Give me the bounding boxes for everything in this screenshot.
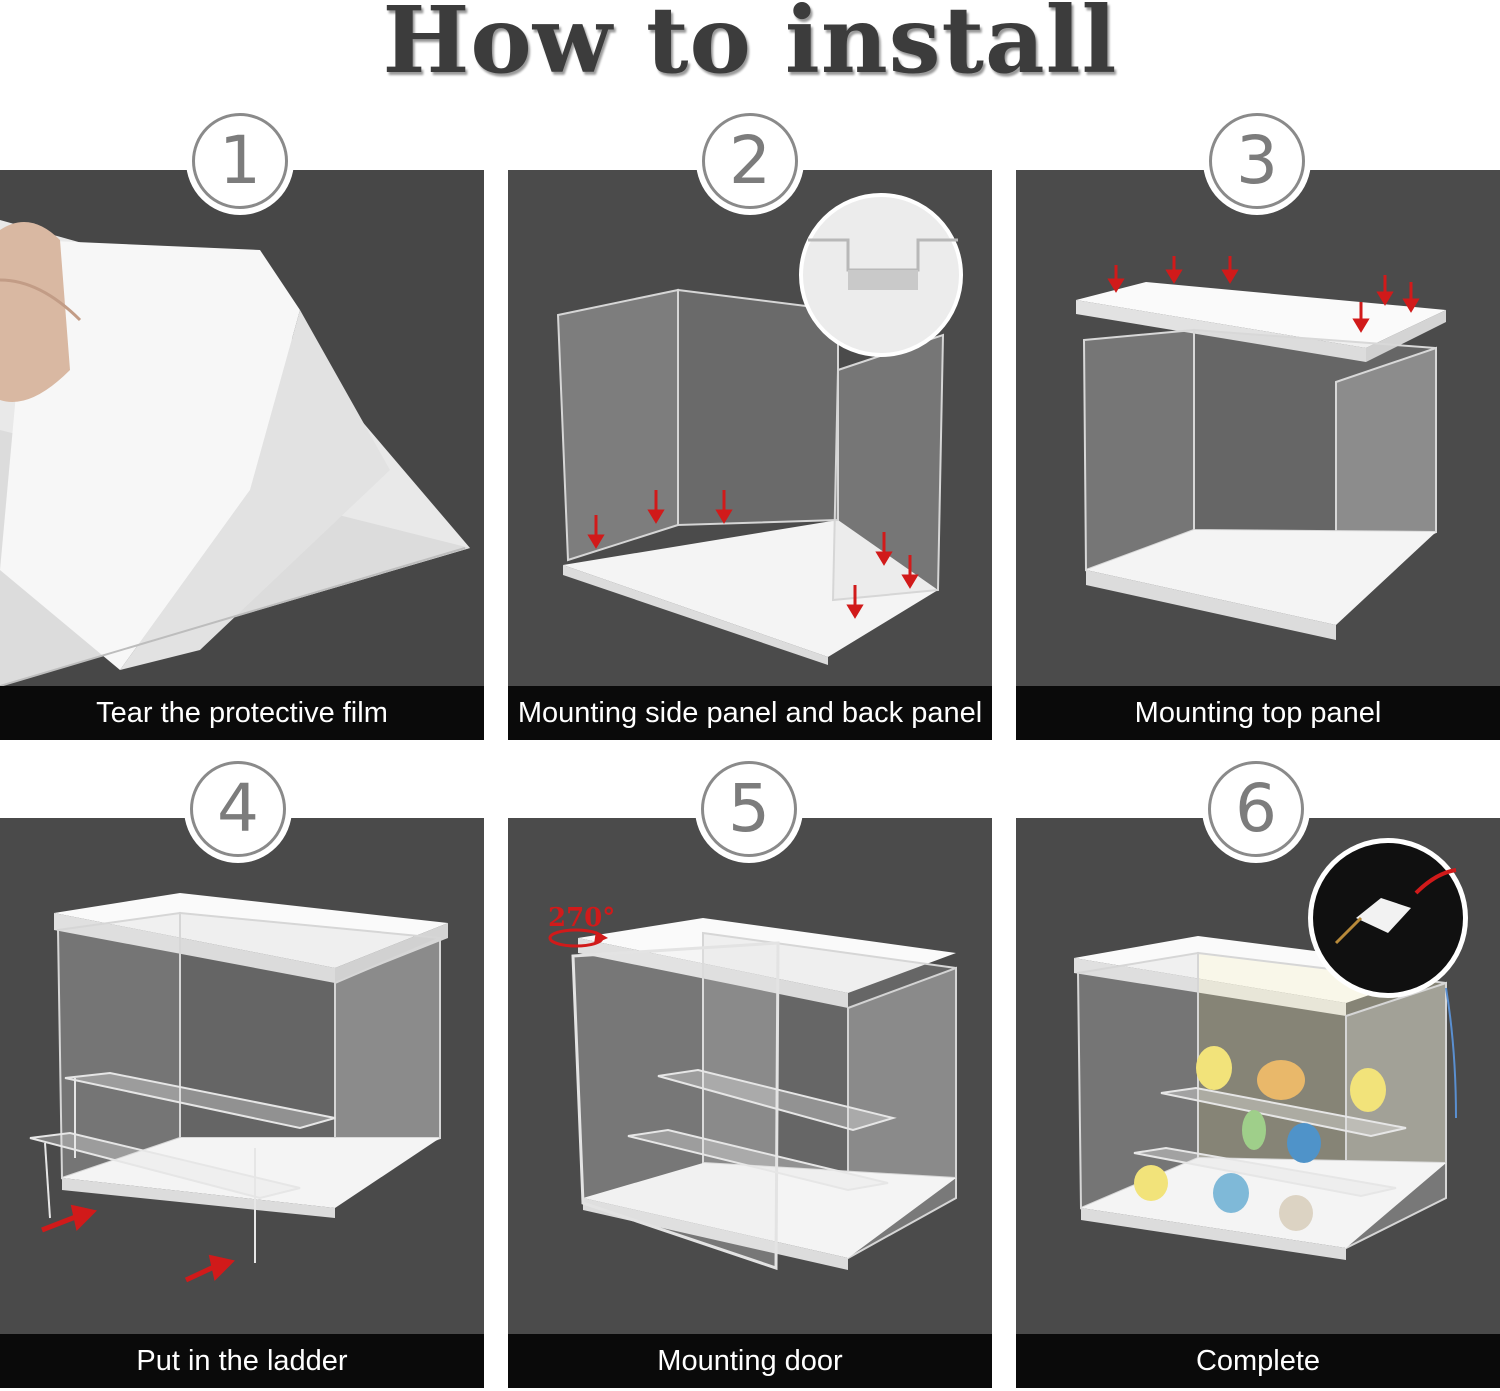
- step-1-panel: Tear the protective film 1: [0, 110, 484, 740]
- step-6-caption: Complete: [1016, 1334, 1500, 1388]
- step-6-number: 6: [1208, 761, 1304, 857]
- step-3-badge: 3: [1206, 110, 1308, 212]
- step-1-number: 1: [192, 113, 288, 209]
- step-4-number: 4: [190, 761, 286, 857]
- step-3-caption: Mounting top panel: [1016, 686, 1500, 740]
- step-2-panel: Mounting side panel and back panel 2: [508, 110, 992, 740]
- step-5-panel: 270° Mounting door 5: [508, 758, 992, 1388]
- step-3-panel: Mounting top panel 3: [1016, 110, 1500, 740]
- step-5-caption: Mounting door: [508, 1334, 992, 1388]
- step-3-number: 3: [1209, 113, 1305, 209]
- step-4-badge: 4: [187, 758, 289, 860]
- step-5-badge: 5: [698, 758, 800, 860]
- step-5-photo: 270°: [508, 818, 992, 1334]
- step-5-angle-label: 270°: [548, 903, 615, 933]
- step-2-number: 2: [702, 113, 798, 209]
- page-title: How to install: [382, 0, 1118, 94]
- step-1-badge: 1: [189, 110, 291, 212]
- step-1-caption: Tear the protective film: [0, 686, 484, 740]
- step-6-photo: [1016, 818, 1500, 1334]
- step-5-number: 5: [701, 761, 797, 857]
- step-4-photo: [0, 818, 484, 1334]
- step-6-panel: Complete 6: [1016, 758, 1500, 1388]
- step-4-panel: Put in the ladder 4: [0, 758, 484, 1388]
- step-4-caption: Put in the ladder: [0, 1334, 484, 1388]
- step-6-badge: 6: [1205, 758, 1307, 860]
- step-3-photo: [1016, 170, 1500, 686]
- step-2-caption: Mounting side panel and back panel: [508, 686, 992, 740]
- step-2-photo: [508, 170, 992, 686]
- step-1-photo: [0, 170, 484, 686]
- step-2-badge: 2: [699, 110, 801, 212]
